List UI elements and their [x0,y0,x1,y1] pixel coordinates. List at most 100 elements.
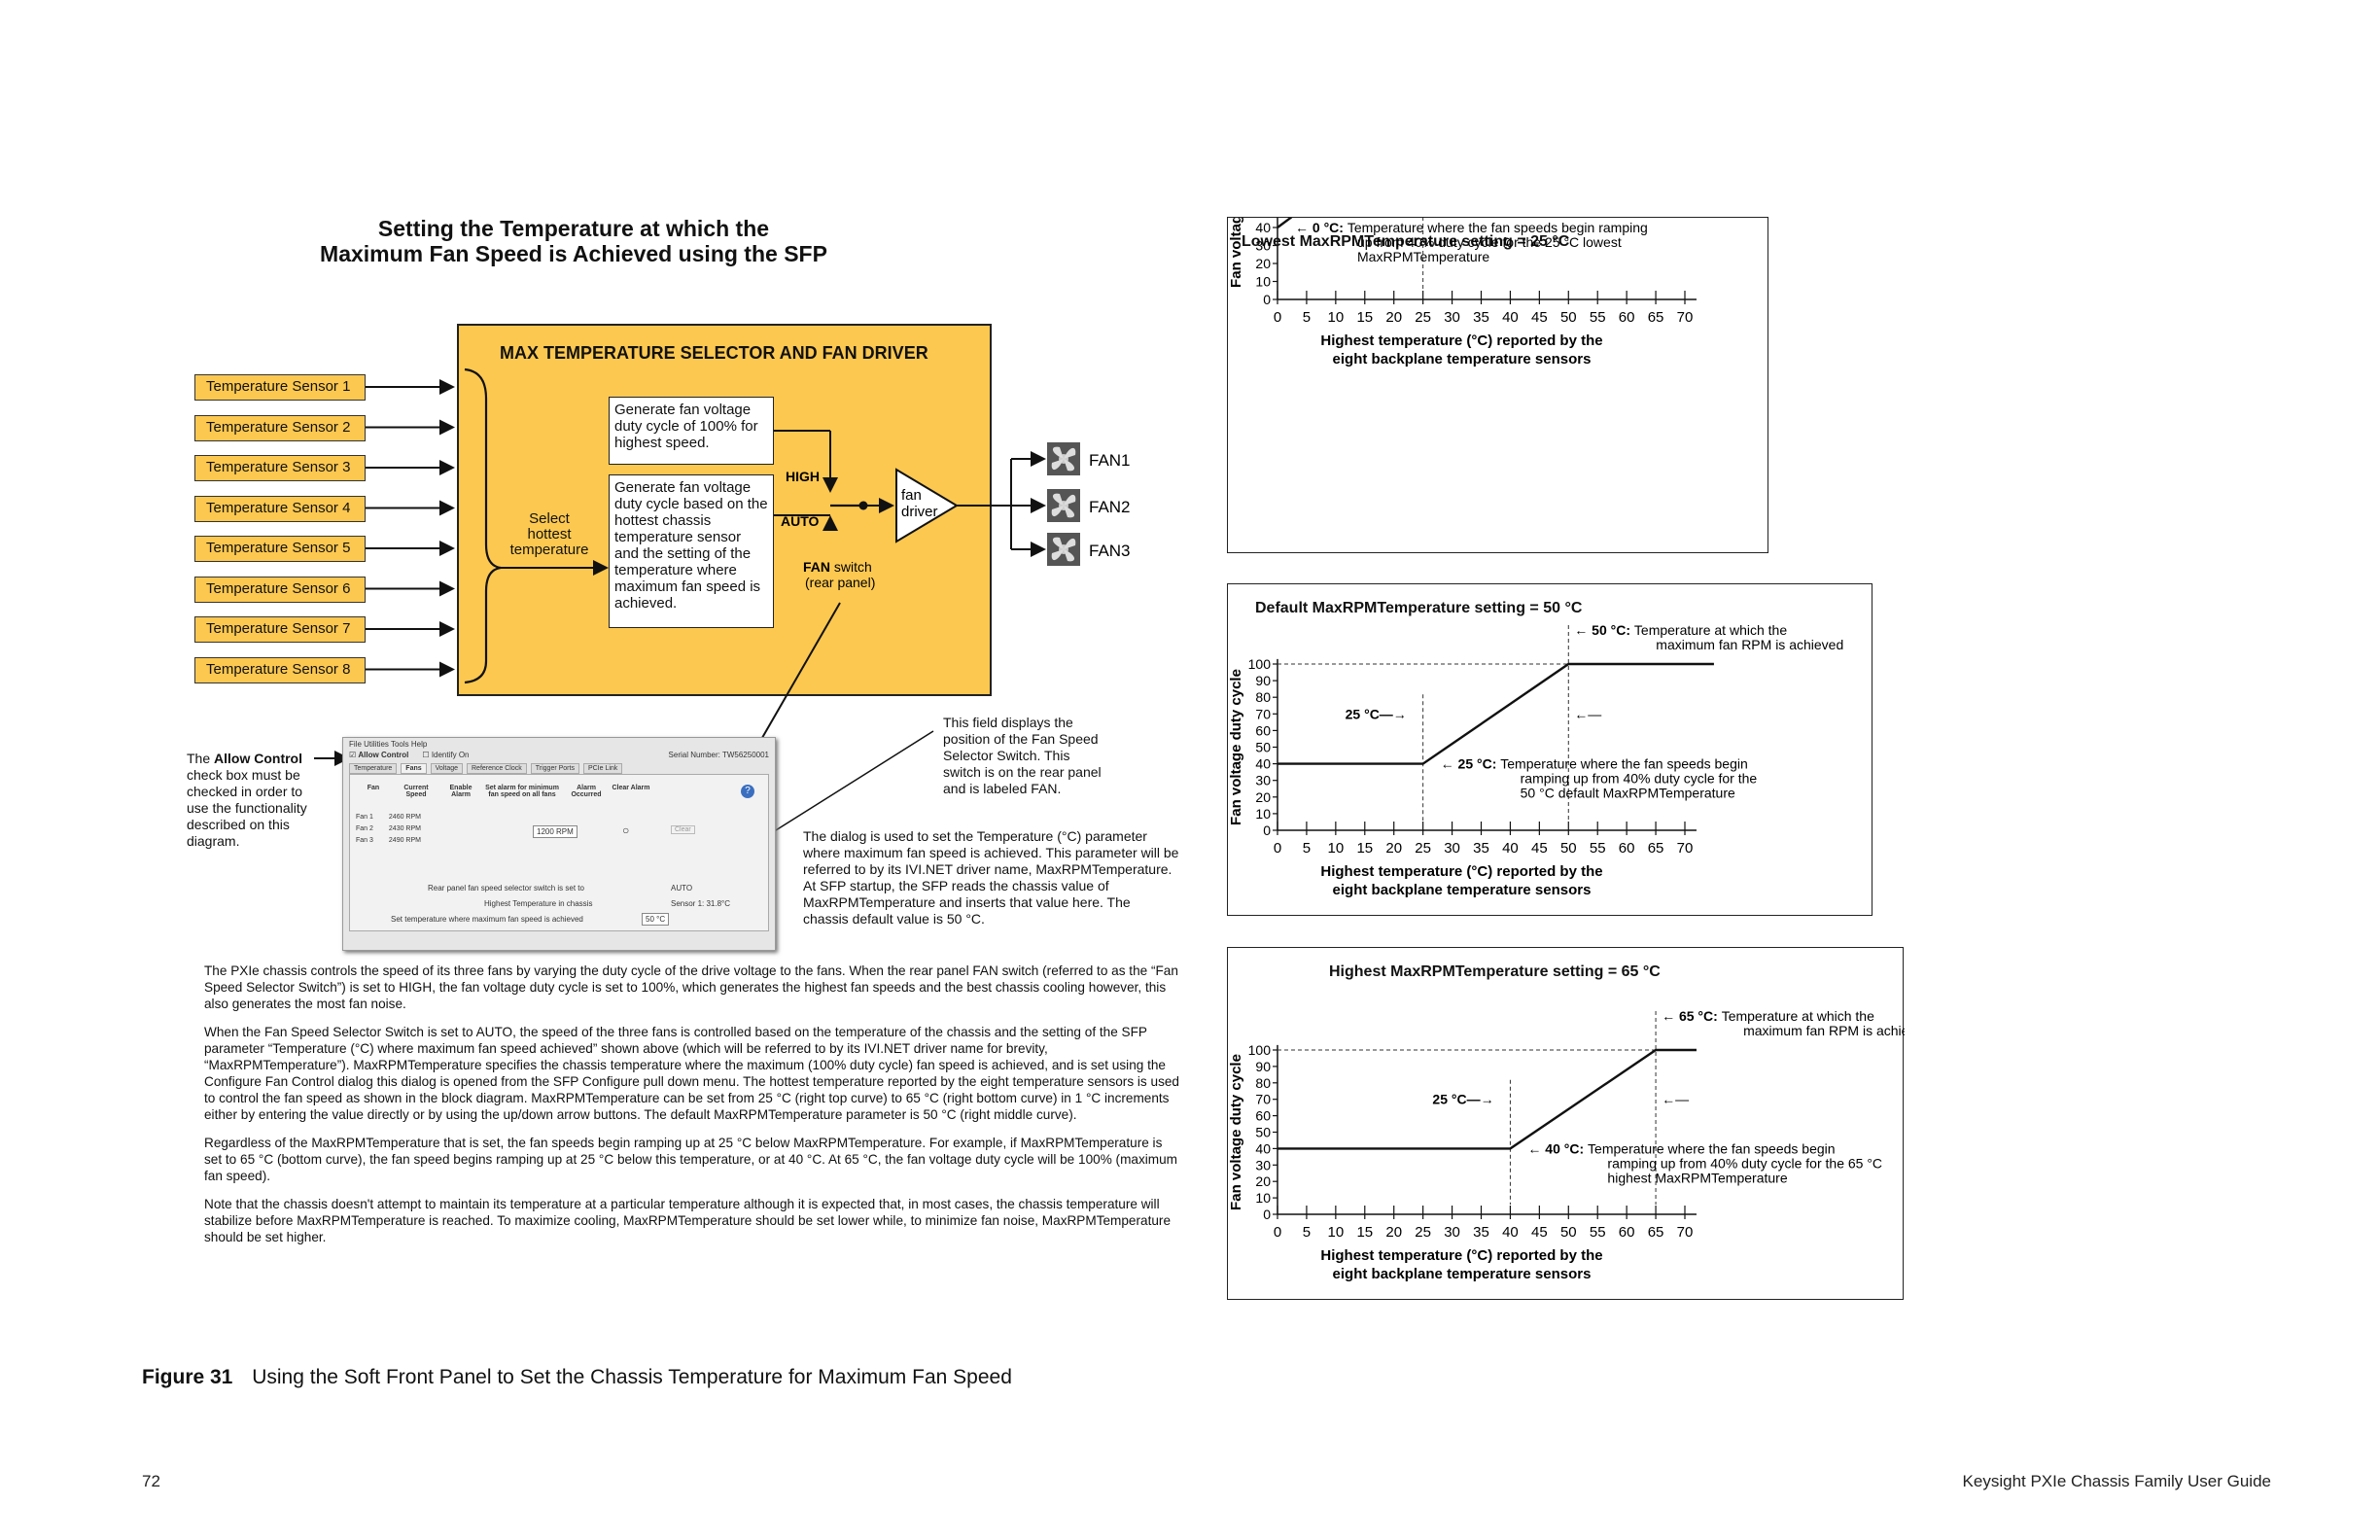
x-tick-label: 60 [1619,309,1635,326]
annotation-ramp: ← 25 °C: Temperature where the fan speed… [1441,756,1748,772]
x-tick-label: 15 [1356,309,1373,326]
alarm-rpm-input[interactable]: 1200 RPM [533,825,578,838]
fan-name: Fan 3 [356,837,373,844]
annotation-ramp-line-2: ramping up from 40% duty cycle for the [1521,771,1758,787]
x-axis-label-line-2: eight backplane temperature sensors [1333,882,1592,898]
annotation-ramp-line-2: up from 40% duty cycle for the 25 °C low… [1357,234,1622,250]
fan-driver-amplifier [895,468,959,543]
tab-fans[interactable]: Fans [401,763,427,774]
annotation-span-arrow: ←— [1574,706,1601,721]
select-hottest-label: Select hottest temperature [506,511,593,558]
field-note-line-3: Selector Switch. This [943,748,1070,763]
y-tick-label: 30 [1255,238,1271,254]
y-tick-label: 30 [1255,773,1271,788]
configure-fan-dialog: File Utilities Tools Help ☑ Allow Contro… [342,737,776,951]
x-tick-label: 60 [1619,840,1635,857]
chart-panel-3: Highest MaxRPMTemperature setting = 65 °… [1227,947,1905,1300]
identify-on-label: Identify On [431,751,470,759]
x-tick-label: 70 [1677,1224,1694,1241]
chart1-title: Lowest MaxRPMTemperature setting = 25 °C [1242,233,1570,250]
y-tick-label: 90 [1255,673,1271,688]
rear-panel-value: AUTO [671,884,693,892]
fan1-icon [1047,442,1080,475]
x-tick-label: 25 [1415,840,1431,857]
x-tick-label: 20 [1385,840,1402,857]
chart1-svg: 0510152025303540455055606570010203040506… [1228,218,1697,368]
annotation-max: ← 50 °C: Temperature at which the [1574,622,1787,638]
page-number: 72 [142,1472,160,1490]
x-tick-label: 5 [1303,309,1311,326]
x-axis-label-line-2: eight backplane temperature sensors [1333,351,1592,368]
highest-temp-value: Sensor 1: 31.8°C [671,899,731,908]
tab-temperature[interactable]: Temperature [349,763,398,774]
alarm-occurred-indicator: ○ [622,823,630,837]
x-tick-label: 20 [1385,1224,1402,1241]
y-tick-label: 40 [1255,756,1271,772]
set-temp-input[interactable]: 50 °C [642,913,670,926]
serial-number: Serial Number: TW56250001 [668,751,769,759]
field-note: This field displays the position of the … [943,715,1138,797]
body-text: The PXIe chassis controls the speed of i… [204,962,1181,1245]
dialog-note-line-1: The dialog is used to set the Temperatur… [803,828,1147,844]
y-tick-label: 60 [1255,722,1271,738]
guide-title: Keysight PXIe Chassis Family User Guide [1962,1472,2271,1490]
high-speed-box: Generate fan voltage duty cycle of 100% … [609,397,774,465]
identify-on-checkbox[interactable]: ☐ Identify On [422,751,470,759]
clear-alarm-button[interactable]: Clear [671,825,695,834]
selector-title: MAX TEMPERATURE SELECTOR AND FAN DRIVER [500,343,928,363]
x-tick-label: 30 [1444,309,1460,326]
x-tick-label: 70 [1677,840,1694,857]
allow-note-line-2: checked in order to [187,784,303,799]
y-tick-label: 20 [1255,256,1271,271]
allow-control-label: Allow Control [358,751,409,759]
annotation-span: 25 °C—→ [1432,1092,1493,1107]
allow-control-checkbox[interactable]: ☑ Allow Control [349,751,409,759]
sensor-box-3: Temperature Sensor 3 [194,455,366,481]
tab-reference-clock[interactable]: Reference Clock [467,763,527,774]
y-tick-label: 0 [1263,1207,1271,1222]
y-tick-label: 50 [1255,1125,1271,1140]
dialog-note-line-5: MaxRPMTemperature and inserts that value… [803,894,1131,910]
y-tick-label: 10 [1255,1190,1271,1206]
sensor-box-2: Temperature Sensor 2 [194,414,366,441]
x-tick-label: 65 [1648,840,1664,857]
help-icon[interactable]: ? [741,785,754,798]
series-line [1278,1048,1697,1150]
series-line [1278,662,1714,765]
sensor-box-1: Temperature Sensor 1 [194,374,366,401]
x-axis-label-line-1: Highest temperature (°C) reported by the [1320,1247,1602,1264]
annotation-span-arrow: ←— [1662,1092,1689,1107]
tab-voltage[interactable]: Voltage [430,763,463,774]
chart-panel-2: Default MaxRPMTemperature setting = 50 °… [1227,583,1872,916]
y-tick-label: 10 [1255,806,1271,822]
y-tick-label: 20 [1255,789,1271,805]
auto-label: AUTO [781,513,820,529]
annotation-max-line-2: maximum fan RPM is achieved [1656,637,1843,652]
allow-note-line-5: diagram. [187,833,240,849]
annotation-ramp-line-2: ramping up from 40% duty cycle for the 6… [1607,1155,1882,1171]
fan2-icon [1047,489,1080,522]
y-axis-label: Fan voltage duty cycle [1228,218,1244,288]
x-tick-label: 70 [1677,309,1694,326]
x-tick-label: 55 [1590,1224,1606,1241]
column-header: Fan [367,785,380,791]
caption-label: Figure 31 [142,1366,233,1388]
allow-note-line-3: use the functionality [187,800,307,816]
y-axis-label: Fan voltage duty cycle [1228,1054,1244,1210]
x-tick-label: 45 [1531,309,1548,326]
x-tick-label: 5 [1303,840,1311,857]
allow-control-note: The Allow Control check box must be chec… [187,751,323,850]
tab-pcie-link[interactable]: PCIe Link [582,763,623,774]
select-hottest-line-2: hottest [527,526,572,542]
x-tick-label: 45 [1531,1224,1548,1241]
x-tick-label: 60 [1619,1224,1635,1241]
tab-trigger-ports[interactable]: Trigger Ports [530,763,579,774]
y-tick-label: 100 [1248,656,1272,672]
x-tick-label: 10 [1328,309,1345,326]
allow-note-bold: Allow Control [214,751,303,766]
fan2-label: FAN2 [1089,498,1131,516]
annotation-max: ← 65 °C: Temperature at which the [1662,1008,1874,1024]
